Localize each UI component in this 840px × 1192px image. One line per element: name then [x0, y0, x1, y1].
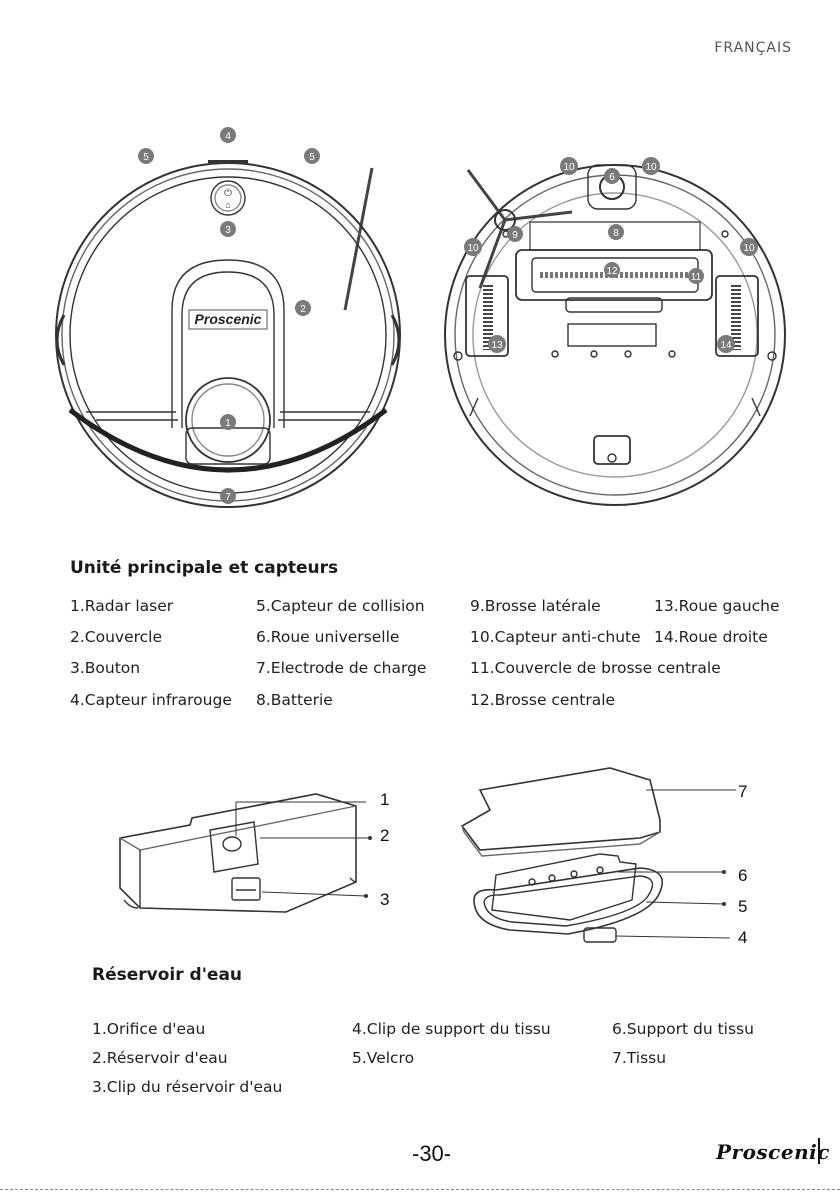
svg-text:10: 10	[467, 243, 479, 254]
list-item: 5.Velcro	[352, 1049, 415, 1067]
svg-text:5: 5	[309, 152, 315, 163]
svg-text:5: 5	[143, 152, 149, 163]
brand-logo: Proscenic	[716, 1140, 830, 1164]
list-item: 7.Electrode de charge	[256, 659, 427, 677]
list-item: 1.Radar laser	[70, 597, 174, 615]
svg-text:2: 2	[300, 304, 306, 315]
svg-text:7: 7	[225, 492, 231, 503]
water-tank-illustration	[119, 793, 372, 913]
svg-text:12: 12	[606, 266, 618, 277]
mop-callout-6: 6	[738, 866, 748, 885]
svg-text:10: 10	[645, 162, 657, 173]
mop-callout-7: 7	[738, 782, 748, 801]
list-item: 14.Roue droite	[654, 628, 768, 646]
list-item: 8.Batterie	[256, 691, 333, 709]
list-item: 2.Couvercle	[70, 628, 163, 646]
list-item: 1.Orifice d'eau	[92, 1020, 206, 1038]
cover-logo: Proscenic	[195, 311, 262, 327]
list-item: 9.Brosse latérale	[470, 597, 601, 615]
list-item: 2.Réservoir d'eau	[92, 1049, 228, 1067]
language-label: FRANÇAIS	[714, 40, 792, 56]
footer-divider	[818, 1138, 820, 1164]
mop-callout-5: 5	[738, 897, 748, 916]
list-item: 6.Support du tissu	[612, 1020, 754, 1038]
svg-text:⌂: ⌂	[225, 200, 230, 210]
robot-illustration: ⏻ ⌂ Proscenic 4 5 5 3 2 1 7	[55, 127, 786, 508]
svg-text:3: 3	[225, 225, 231, 236]
list-item: 3.Bouton	[70, 659, 141, 677]
list-item: 4.Capteur infrarouge	[70, 691, 232, 709]
bottom-callouts: 10 10 6 9 8 10 10 12 11 13 14	[464, 157, 758, 353]
svg-text:13: 13	[491, 340, 503, 351]
tank-callout-1: 1	[380, 790, 390, 809]
robot-top-view: ⏻ ⌂	[55, 160, 401, 508]
list-item: 6.Roue universelle	[256, 628, 400, 646]
svg-text:11: 11	[691, 272, 702, 283]
svg-text:⏻: ⏻	[224, 188, 232, 199]
list-item: 10.Capteur anti-chute	[470, 628, 641, 646]
svg-text:9: 9	[512, 230, 518, 241]
water-tank-title: Réservoir d'eau	[92, 965, 243, 985]
list-item: 7.Tissu	[612, 1049, 667, 1067]
svg-text:10: 10	[563, 162, 575, 173]
list-item: 5.Capteur de collision	[256, 597, 425, 615]
mop-illustration	[460, 767, 736, 943]
tank-callout-3: 3	[380, 890, 390, 909]
mop-callout-4: 4	[738, 928, 748, 947]
list-item: 3.Clip du réservoir d'eau	[92, 1078, 283, 1096]
list-item: 4.Clip de support du tissu	[352, 1020, 551, 1038]
svg-text:6: 6	[609, 172, 615, 183]
list-item: 13.Roue gauche	[654, 597, 780, 615]
page-number: -30-	[412, 1141, 452, 1166]
tank-callout-2: 2	[380, 826, 390, 845]
svg-text:4: 4	[225, 131, 231, 142]
list-item: 12.Brosse centrale	[470, 691, 616, 709]
svg-text:1: 1	[225, 418, 231, 429]
svg-text:8: 8	[613, 228, 619, 239]
page-edge	[0, 1189, 840, 1190]
svg-text:14: 14	[720, 340, 732, 351]
robot-bottom-view	[444, 164, 786, 506]
list-item: 11.Couvercle de brosse centrale	[470, 659, 721, 677]
main-unit-title: Unité principale et capteurs	[70, 558, 339, 578]
top-callouts: 4 5 5 3 2 1 7	[138, 127, 320, 504]
svg-text:10: 10	[743, 243, 755, 254]
